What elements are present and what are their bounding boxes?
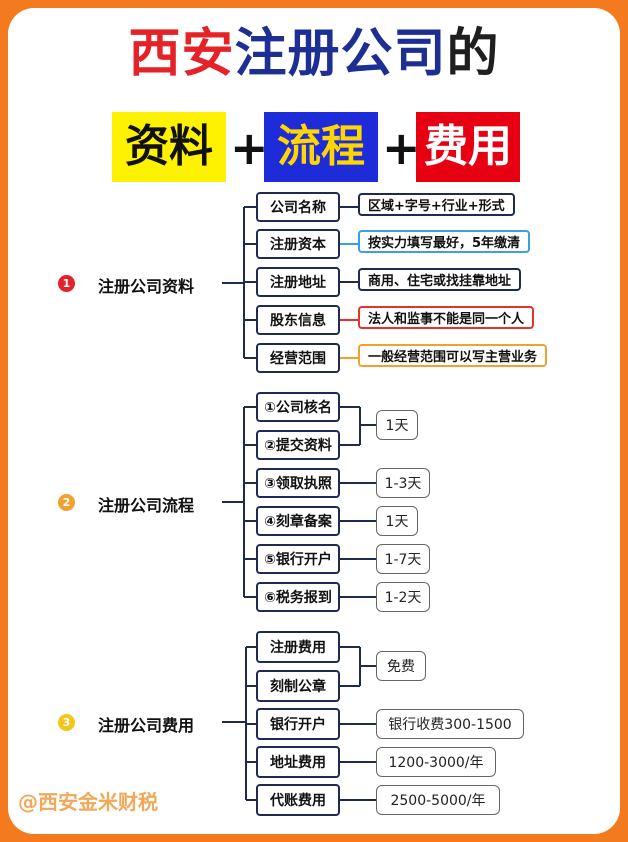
title-line-1: 西安注册公司的: [8, 22, 620, 86]
section-3-label: 注册公司费用: [98, 716, 195, 735]
title-highlight-fees: 费用: [416, 112, 520, 182]
s3-item-registration: 注册费用: [256, 631, 340, 663]
s3-item-seal: 刻制公章: [256, 670, 340, 702]
watermark: @西安金米财税: [18, 790, 158, 814]
s3-item-accounting: 代账费用: [256, 784, 340, 816]
s2-step-bank: ⑤银行开户: [256, 544, 340, 574]
s1-desc-capital: 按实力填写最好，5年缴清: [358, 230, 531, 253]
s1-desc-business-scope: 一般经营范围可以写主营业务: [358, 344, 548, 367]
section-1-label: 注册公司资料: [98, 277, 195, 296]
title-plus-2: +: [382, 121, 421, 175]
s1-item-shareholders: 股东信息: [256, 305, 340, 335]
section-1-number: 1: [58, 275, 75, 292]
s2-step-seal: ④刻章备案: [256, 506, 340, 536]
s1-item-business-scope: 经营范围: [256, 343, 340, 373]
s2-step-license: ③领取执照: [256, 468, 340, 498]
section-3-number: 3: [58, 714, 75, 731]
section-2-number: 2: [58, 494, 75, 511]
s1-desc-shareholders: 法人和监事不能是同一个人: [358, 306, 535, 329]
title-particle: 的: [446, 24, 500, 84]
title-highlight-materials: 资料: [112, 112, 226, 182]
s1-desc-company-name: 区域+字号+行业+形式: [358, 193, 515, 216]
s2-step-tax: ⑥税务报到: [256, 582, 340, 612]
s3-item-address: 地址费用: [256, 746, 340, 778]
poster-card: 西安注册公司的 资料 + 流程 + 费用 1 注册公司资料 公司名称 注册资本 …: [8, 8, 620, 834]
s2-value-bank: 1-7天: [376, 544, 430, 574]
s1-desc-address: 商用、住宅或找挂靠地址: [358, 268, 522, 291]
s1-item-address: 注册地址: [256, 267, 340, 297]
s2-step-name-check: ①公司核名: [256, 392, 340, 422]
s2-value-tax: 1-2天: [376, 582, 430, 612]
s3-value-registration: 免费: [376, 651, 426, 681]
s2-value-name-check: 1天: [376, 410, 418, 440]
title-line-2: 资料 + 流程 + 费用: [8, 112, 620, 186]
s3-value-accounting: 2500-5000/年: [376, 785, 500, 815]
s2-value-seal: 1天: [376, 506, 418, 536]
section-2-label: 注册公司流程: [98, 496, 195, 515]
title-city: 西安: [128, 24, 235, 84]
connector-lines: [222, 206, 376, 801]
s1-item-capital: 注册资本: [256, 229, 340, 259]
title-plus-1: +: [230, 121, 269, 175]
title-highlight-process: 流程: [264, 112, 378, 182]
s3-value-bank: 银行收费300-1500: [376, 709, 524, 739]
s3-value-address: 1200-3000/年: [376, 747, 496, 777]
s2-step-submit: ②提交资料: [256, 430, 340, 460]
s1-item-company-name: 公司名称: [256, 192, 340, 222]
s2-value-license: 1-3天: [376, 468, 430, 498]
s3-item-bank: 银行开户: [256, 708, 340, 740]
title-topic: 注册公司: [234, 24, 447, 84]
